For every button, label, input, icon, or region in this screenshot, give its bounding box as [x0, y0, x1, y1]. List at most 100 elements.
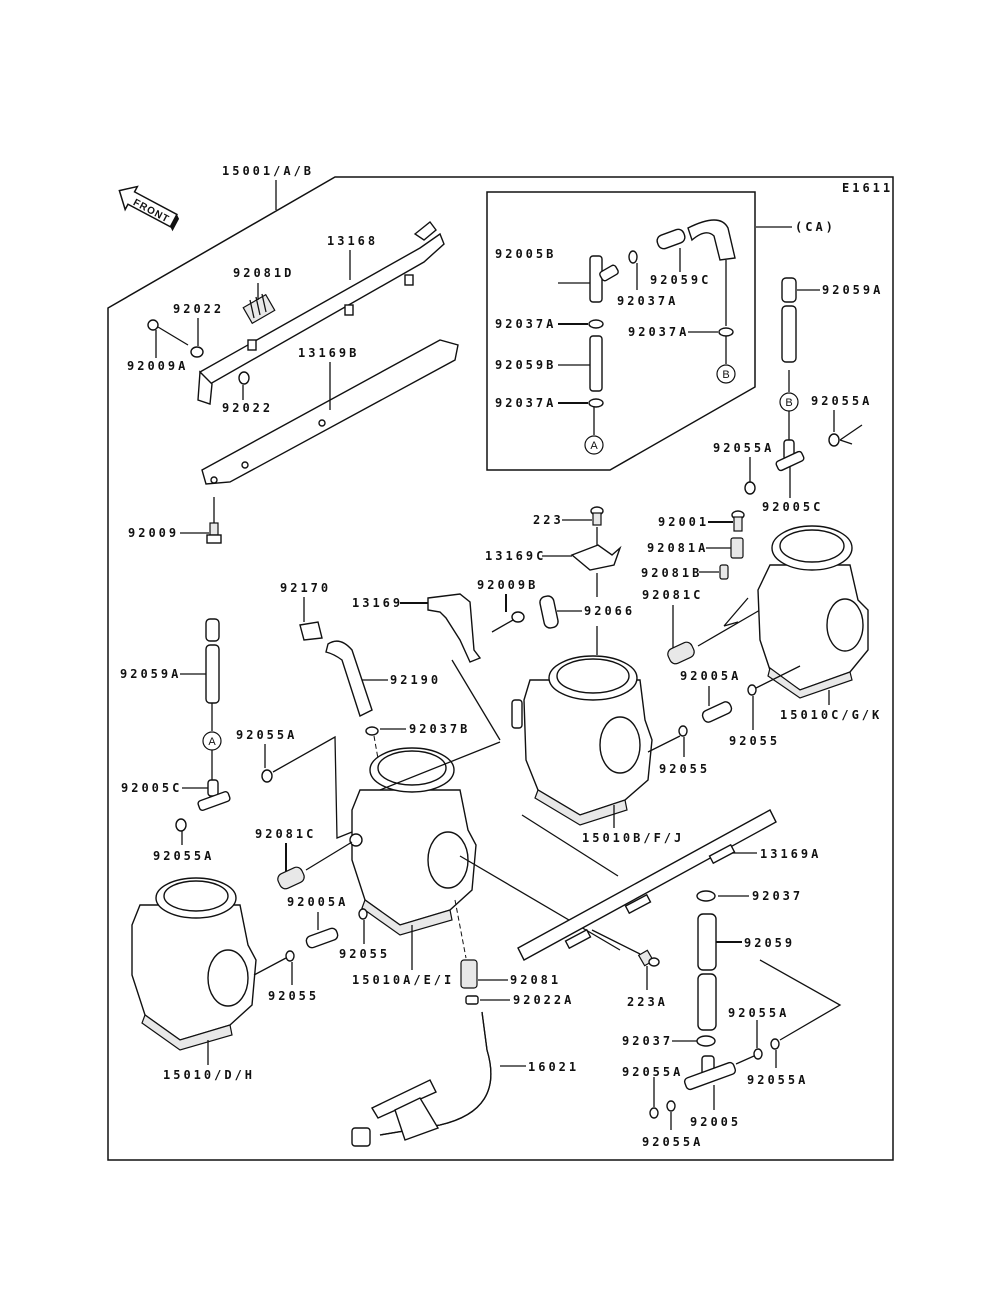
label-92055-mid: 92055 — [339, 947, 390, 961]
label-92055A-b2: 92055A — [747, 1073, 808, 1087]
label-92055A-right-2: 92055A — [713, 441, 774, 455]
connector-callout-b-1 — [716, 364, 736, 384]
oring-92055-right — [747, 684, 757, 696]
label-92081C-right: 92081C — [642, 588, 703, 602]
label-92055A-right-1: 92055A — [811, 394, 872, 408]
tjoint-92005B — [589, 255, 619, 303]
washer-92022 — [190, 346, 204, 358]
oring-92055-left — [285, 950, 295, 962]
oring-92055-mid — [358, 908, 368, 920]
label-92081B: 92081B — [641, 566, 702, 580]
bracket-13169C — [570, 544, 622, 571]
label-92055-right-mid: 92055 — [659, 762, 710, 776]
hose-92059-top — [697, 913, 717, 971]
label-92005: 92005 — [690, 1115, 741, 1129]
label-92055A-b3: 92055A — [622, 1065, 683, 1079]
label-92022-top: 92022 — [173, 302, 224, 316]
label-92190: 92190 — [390, 673, 441, 687]
washer-92022-mid — [238, 371, 250, 385]
label-92005C-left: 92005C — [121, 781, 182, 795]
label-92022-mid: 92022 — [222, 401, 273, 415]
label-13168: 13168 — [327, 234, 378, 248]
front-arrow-icon: FRONT — [118, 185, 180, 232]
label-92066: 92066 — [584, 604, 635, 618]
clip-92037-1 — [696, 890, 716, 902]
spring-92081C-left — [277, 866, 305, 890]
label-92009: 92009 — [128, 526, 179, 540]
clip-92037-2 — [696, 1035, 716, 1047]
tjoint-92005C-right — [775, 439, 805, 472]
cap-92066 — [539, 595, 559, 629]
label-92081C-left: 92081C — [255, 827, 316, 841]
label-92055-right: 92055 — [729, 734, 780, 748]
label-92037A-1: 92037A — [617, 294, 678, 308]
clamp-92170 — [299, 621, 323, 641]
oring-92055A-b2 — [770, 1038, 780, 1050]
label-92037B: 92037B — [409, 722, 470, 736]
label-92059A-left: 92059A — [120, 667, 181, 681]
callout-b-text-2: B — [785, 397, 792, 409]
label-92055A-b1: 92055A — [728, 1006, 789, 1020]
clip-92037A-2 — [588, 319, 604, 329]
label-92170: 92170 — [280, 581, 331, 595]
outer-frame — [107, 176, 894, 1161]
spring-92081D — [242, 293, 276, 325]
label-92037A-3: 92037A — [628, 325, 689, 339]
label-92055A-left-2: 92055A — [153, 849, 214, 863]
callout-b-text-1: B — [722, 369, 729, 381]
screw-223 — [590, 506, 604, 526]
label-92037A-4: 92037A — [495, 396, 556, 410]
label-92059A-right: 92059A — [822, 283, 883, 297]
screw-223A — [637, 949, 660, 967]
spring-92081 — [460, 959, 478, 989]
label-92005A-left: 92005A — [287, 895, 348, 909]
spring-92081B — [719, 564, 729, 580]
label-92059B: 92059B — [495, 358, 556, 372]
label-92005B: 92005B — [495, 247, 556, 261]
oring-92055-right-mid — [678, 725, 688, 737]
label-13169C: 13169C — [485, 549, 546, 563]
linkage-bar-13169B — [201, 339, 459, 485]
pipe-92005A-right — [701, 701, 733, 723]
label-92009A: 92009A — [127, 359, 188, 373]
clip-92037A-4 — [588, 398, 604, 408]
hose-92059A-left — [205, 644, 220, 704]
label-92081D: 92081D — [233, 266, 294, 280]
screw-92009B — [491, 611, 525, 633]
label-13169B: 13169B — [298, 346, 359, 360]
label-92005A-right: 92005A — [680, 669, 741, 683]
label-92055A-b4: 92055A — [642, 1135, 703, 1149]
oring-92055A-b3 — [649, 1107, 659, 1119]
label-92005C-right: 92005C — [762, 500, 823, 514]
hose-92059 — [697, 973, 717, 1031]
hose-92059B — [589, 335, 603, 392]
bracket-13169 — [427, 593, 482, 663]
oring-92055A-right-1 — [828, 433, 840, 447]
callout-a-text-1: A — [590, 440, 598, 452]
cable-16021 — [351, 1011, 492, 1147]
label-92001: 92001 — [658, 515, 709, 529]
spring-92081A — [730, 537, 744, 559]
label-92022A: 92022A — [513, 993, 574, 1007]
spring-92081C-right — [667, 641, 695, 665]
oring-92055A-right-2 — [744, 481, 756, 495]
clip-92037A-1 — [628, 250, 638, 264]
oring-92055A-left-2 — [175, 818, 187, 832]
label-92037-1: 92037 — [752, 889, 803, 903]
label-223: 223 — [533, 513, 564, 527]
oring-92055A-b4 — [666, 1100, 676, 1112]
hose-92059A-right-top — [781, 277, 797, 303]
label-15010C-G-K: 15010C/G/K — [780, 708, 882, 722]
label-92059C: 92059C — [650, 273, 711, 287]
carburetor-15010B-F-J — [511, 655, 653, 826]
screw-92009 — [206, 522, 222, 544]
label-92081A: 92081A — [647, 541, 708, 555]
hose-92059A-left-top — [205, 618, 220, 642]
label-92055-left: 92055 — [268, 989, 319, 1003]
label-92037A-2: 92037A — [495, 317, 556, 331]
carburetor-15010C-G-K — [757, 525, 869, 699]
carburetor-15010A-E-I — [349, 747, 477, 936]
label-92037-2: 92037 — [622, 1034, 673, 1048]
diagram-code: E1611 — [842, 181, 893, 195]
